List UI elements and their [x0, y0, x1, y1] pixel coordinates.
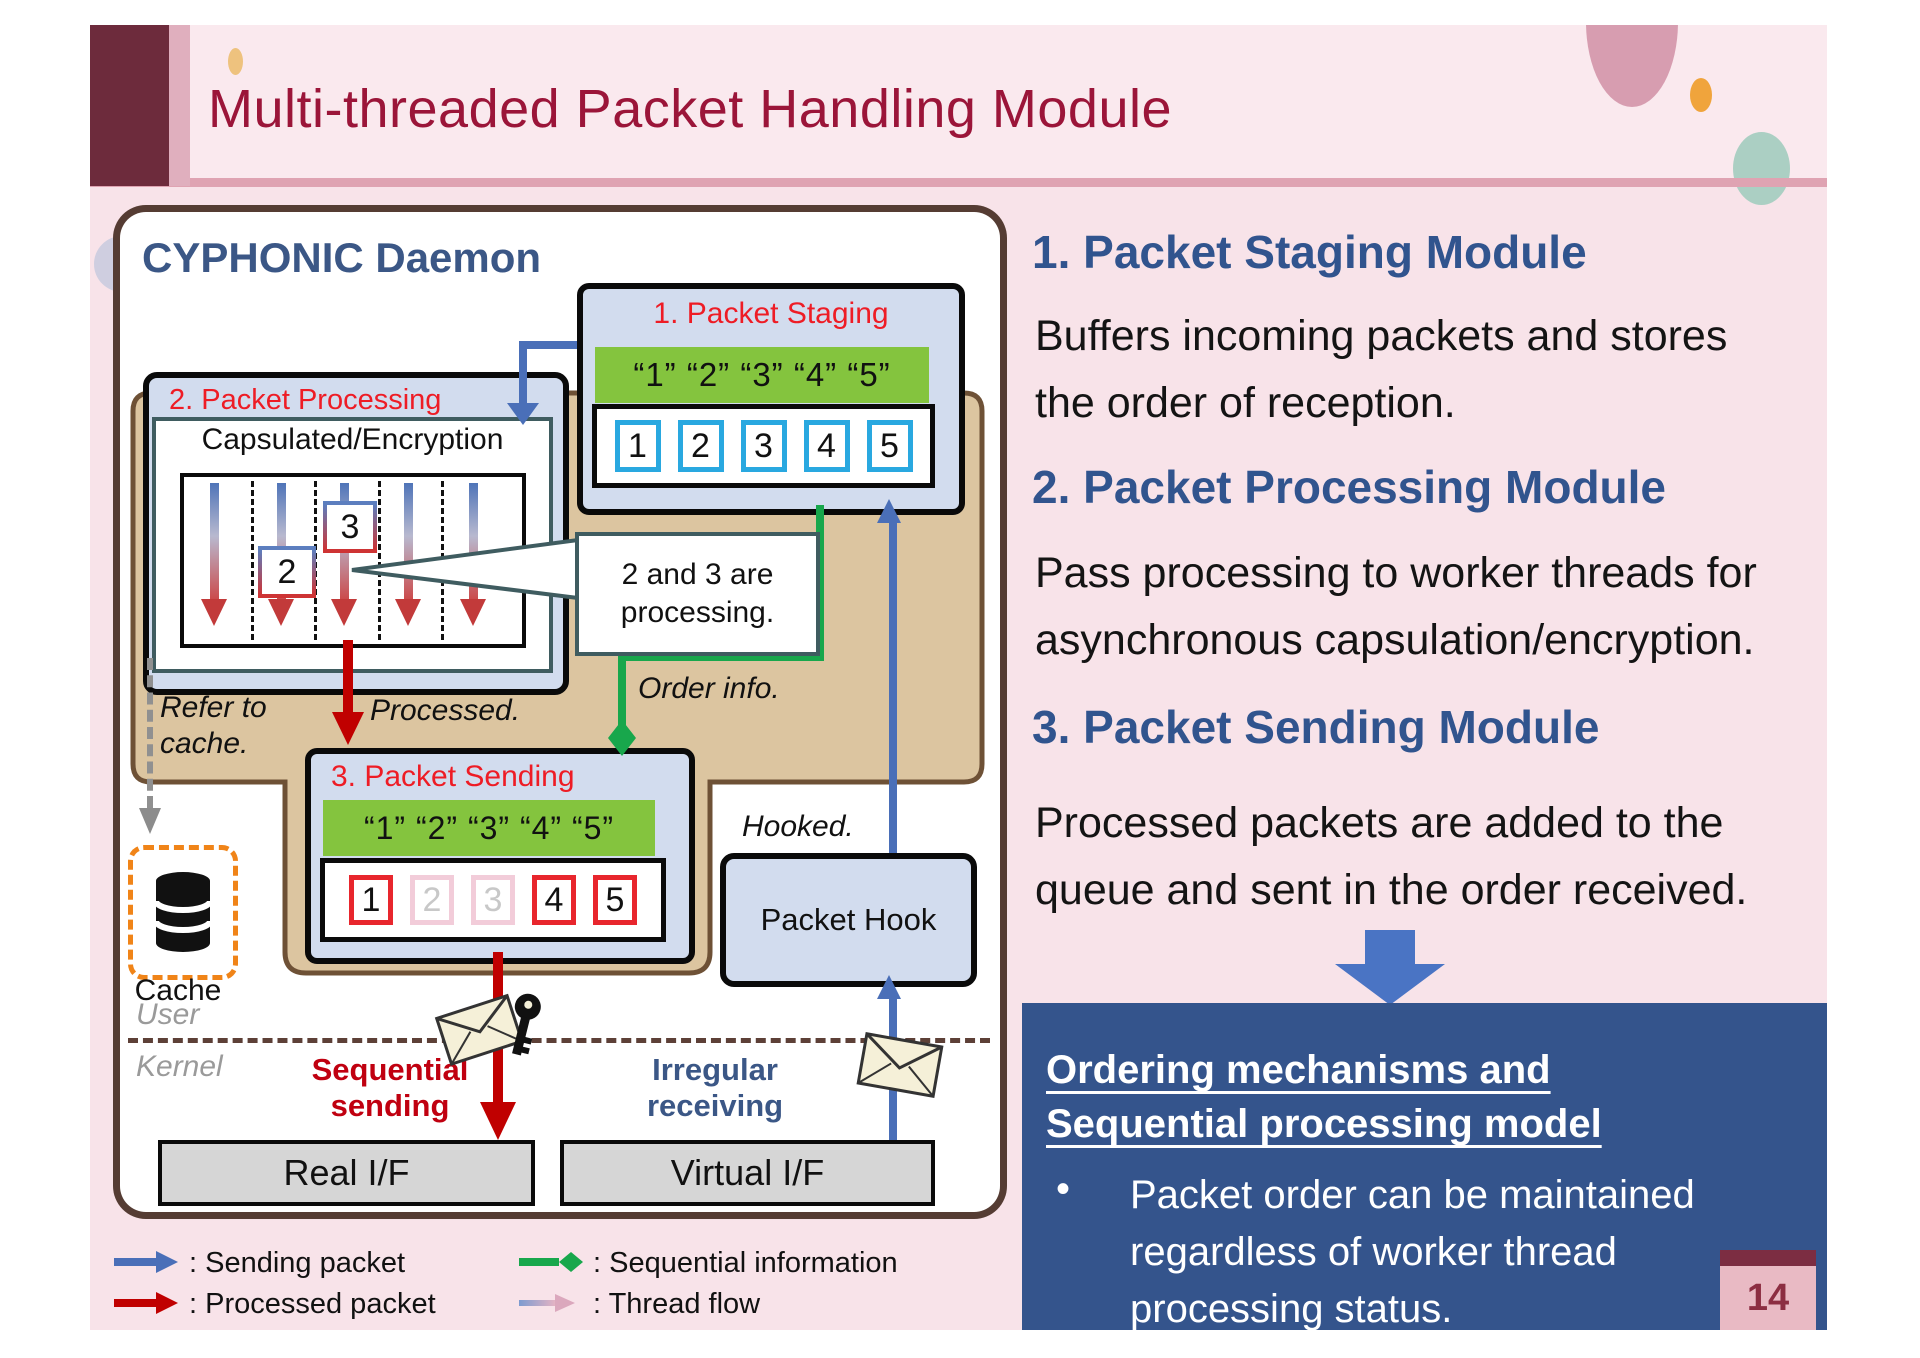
note-paragraph-2: Pass processing to worker threads for as… — [1035, 549, 1757, 664]
staging-slot: 3 — [740, 420, 787, 472]
virtual-interface-box: Virtual I/F — [560, 1140, 935, 1206]
page-number-badge: 14 — [1720, 1250, 1816, 1330]
packet-processing-title: 2. Packet Processing — [169, 384, 442, 416]
sequential-information-arrow-icon — [519, 1252, 583, 1272]
legend-sequential-information: : Sequential information — [593, 1247, 898, 1279]
database-cylinder-icon — [153, 871, 213, 952]
decoration-dot — [228, 48, 243, 75]
capsulation-box: Capsulated/Encryption 2 3 — [152, 417, 553, 673]
sending-slot: 1 — [349, 875, 393, 925]
bullet-dot: • — [1056, 1167, 1071, 1211]
user-space-label: User — [136, 998, 200, 1031]
hooked-packet-line — [889, 521, 897, 853]
packet-staging-title: 1. Packet Staging — [653, 297, 889, 330]
sending-order-labels: “1” “2” “3” “4” “5” — [323, 800, 655, 856]
sending-slot-faded: 3 — [471, 875, 515, 925]
refer-cache-arrow — [147, 658, 153, 808]
staging-slot: 4 — [803, 420, 850, 472]
summary-box: Ordering mechanisms and Sequential proce… — [1022, 1003, 1827, 1330]
user-kernel-divider — [128, 1038, 990, 1043]
thread-flow-arrow — [268, 483, 294, 628]
note-heading-2: 2. Packet Processing Module — [1032, 461, 1667, 513]
corner-stripe — [169, 25, 190, 186]
arrow-head-up-icon — [877, 499, 901, 523]
sending-packet-arrow-icon — [114, 1251, 178, 1273]
thread-flow-arrow — [201, 483, 227, 628]
envelope-icon — [856, 1032, 944, 1098]
note-paragraph-3: Processed packets are added to the queue… — [1035, 799, 1748, 914]
irregular-receiving-label: Irregular receiving — [646, 1052, 784, 1123]
arrow-head-down-icon — [480, 1102, 516, 1140]
kernel-space-label: Kernel — [136, 1050, 223, 1083]
summary-title: Ordering mechanisms and Sequential proce… — [1046, 1048, 1602, 1146]
daemon-title: CYPHONIC Daemon — [142, 234, 542, 281]
cyphonic-daemon-box: CYPHONIC Daemon Packet Handling Module 1… — [120, 212, 1000, 1212]
thread-flow-arrow-icon — [519, 1294, 575, 1312]
note-paragraph-1: Buffers incoming packets and stores the … — [1035, 312, 1728, 427]
note-heading-1: 1. Packet Staging Module — [1032, 226, 1587, 278]
title-band — [90, 25, 1827, 178]
staging-to-processing-arrow — [523, 341, 577, 349]
real-interface-box: Real I/F — [158, 1140, 535, 1206]
staging-slot: 5 — [866, 420, 913, 472]
packet-sending-box: 3. Packet Sending “1” “2” “3” “4” “5” 1 … — [305, 748, 695, 964]
cache-box — [128, 845, 238, 980]
processed-packet-arrow-icon — [114, 1292, 178, 1314]
summary-bullet: Packet order can be maintained regardles… — [1130, 1173, 1695, 1330]
decoration-teal-circle — [1733, 132, 1790, 205]
arrow-head-down-icon — [507, 403, 539, 425]
staging-slot: 1 — [614, 420, 661, 472]
decoration-orange-circle — [1690, 78, 1712, 112]
legend-processed-packet: : Processed packet — [189, 1288, 436, 1320]
thread-separator — [251, 481, 254, 640]
title-divider-line — [90, 178, 1827, 187]
sending-queue: 1 2 3 4 5 — [320, 858, 666, 942]
packet-chip-2: 2 — [258, 546, 316, 598]
refer-to-cache-label: Refer to cache. — [160, 691, 267, 760]
staging-queue: 1 2 3 4 5 — [592, 404, 935, 488]
corner-block — [90, 25, 169, 186]
processed-arrow — [343, 640, 353, 714]
staging-order-labels: “1” “2” “3” “4” “5” — [595, 347, 929, 403]
processing-callout: 2 and 3 are processing. — [575, 532, 820, 656]
order-info-line — [608, 505, 824, 756]
thread-separator — [378, 481, 381, 640]
capsulation-label: Capsulated/Encryption — [201, 423, 504, 456]
page-title: Multi-threaded Packet Handling Module — [208, 79, 1173, 139]
thread-flow-arrow — [460, 483, 486, 628]
processed-label: Processed. — [370, 694, 521, 727]
worker-threads-box: 2 3 — [180, 473, 526, 648]
packet-staging-box: 1. Packet Staging “1” “2” “3” “4” “5” 1 … — [577, 283, 965, 515]
slide: Multi-threaded Packet Handling Module CY… — [90, 25, 1827, 1330]
cache-label: Cache — [134, 974, 222, 1007]
legend-thread-flow: : Thread flow — [593, 1288, 761, 1320]
staging-slot: 2 — [677, 420, 724, 472]
order-info-label: Order info. — [638, 672, 780, 705]
arrow-head-up-icon — [877, 975, 901, 999]
note-heading-3: 3. Packet Sending Module — [1032, 701, 1600, 753]
thread-flow-arrow — [395, 483, 421, 628]
page-number: 14 — [1720, 1266, 1816, 1330]
sequential-sending-label: Sequential sending — [311, 1052, 469, 1123]
arrow-head-down-icon — [332, 712, 364, 745]
big-down-arrow-icon — [1335, 930, 1445, 1005]
hooked-label: Hooked. — [742, 810, 854, 843]
arrow-head-down-icon — [139, 808, 161, 834]
packet-hook-box: Packet Hook — [720, 853, 977, 987]
sending-slot-faded: 2 — [410, 875, 454, 925]
envelope-with-key-icon — [434, 993, 541, 1067]
packet-processing-box: 2. Packet Processing Capsulated/Encrypti… — [143, 372, 569, 695]
packet-chip-3: 3 — [323, 501, 377, 553]
legend-sending-packet: : Sending packet — [189, 1247, 406, 1279]
packet-sending-title: 3. Packet Sending — [331, 760, 575, 793]
page-number-strip — [1720, 1250, 1816, 1266]
sending-slot: 5 — [593, 875, 637, 925]
staging-to-processing-arrow — [519, 341, 527, 405]
sending-slot: 4 — [532, 875, 576, 925]
